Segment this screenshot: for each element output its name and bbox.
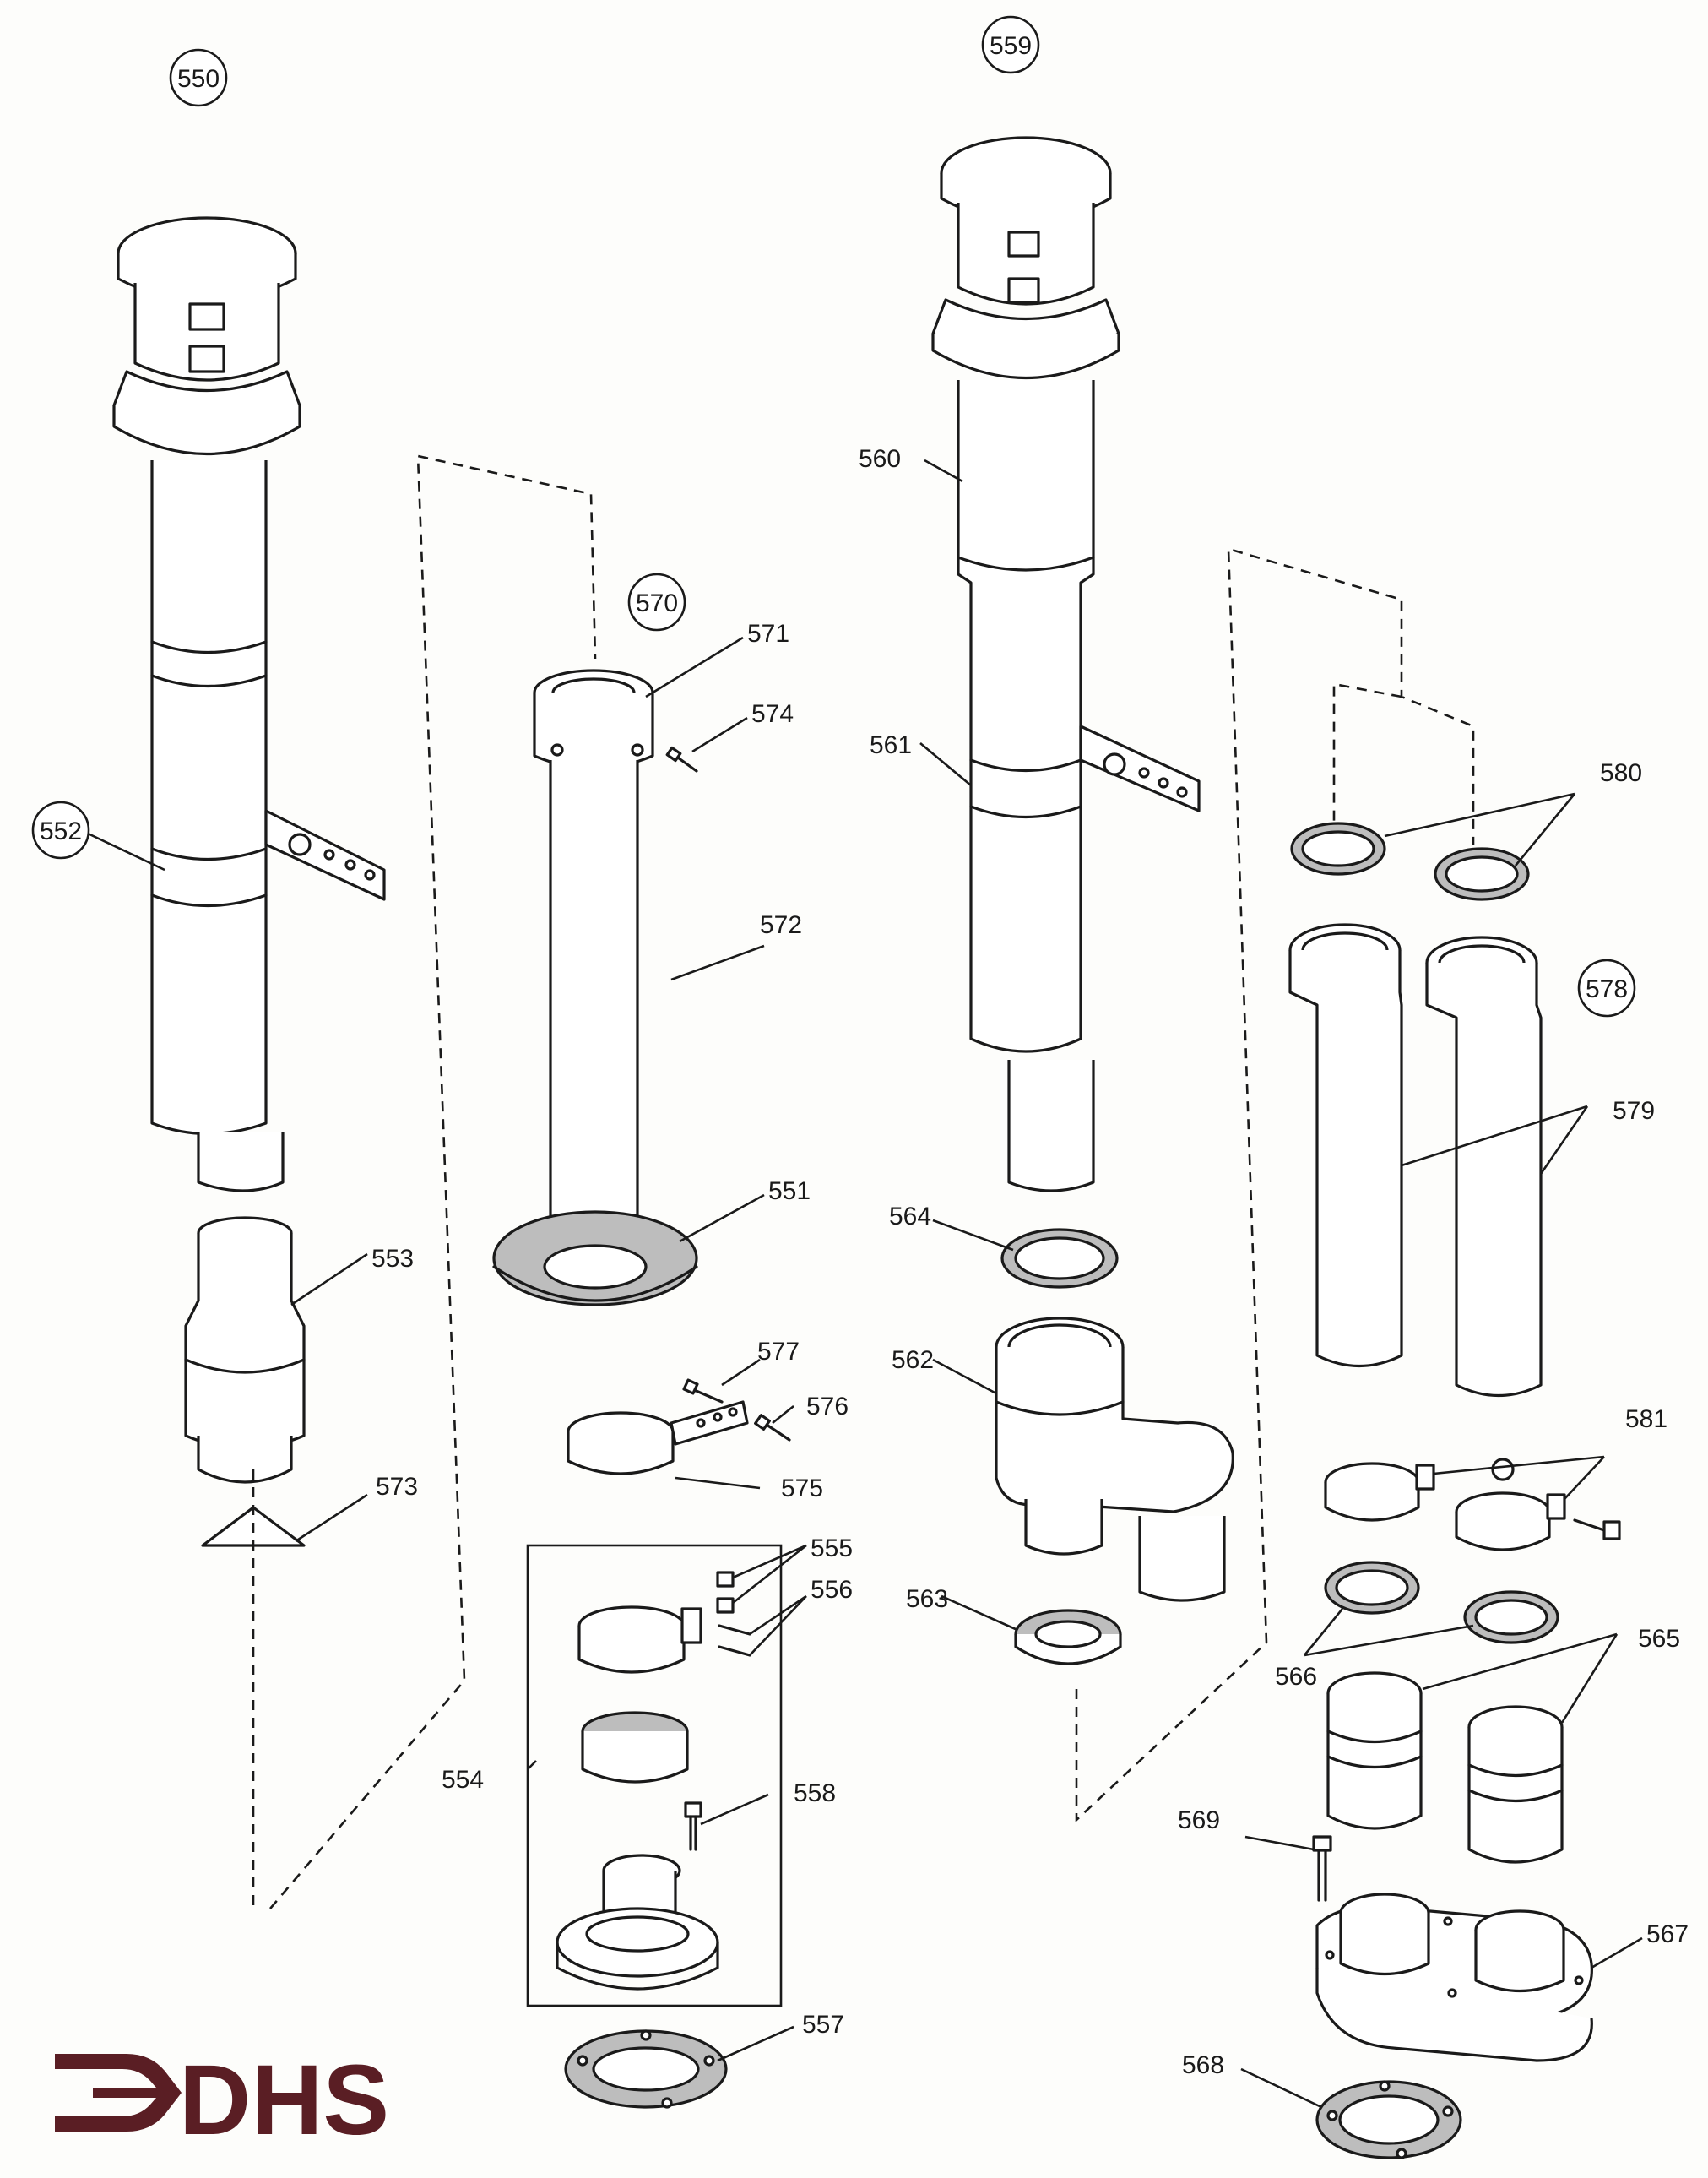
label-558: 558 xyxy=(794,1779,836,1807)
label-568: 568 xyxy=(1182,2051,1224,2079)
callout-552: 552 xyxy=(40,817,82,845)
part-581-clamps xyxy=(1324,1458,1621,1551)
part-562-offset-adaptor xyxy=(995,1317,1234,1602)
label-560: 560 xyxy=(859,445,901,473)
dhs-arrow-mark xyxy=(55,2054,182,2132)
part-563-seal xyxy=(1014,1609,1122,1665)
label-567: 567 xyxy=(1646,1920,1689,1948)
circled-callouts: 550 559 570 552 578 xyxy=(31,15,1636,1018)
callout-559: 559 xyxy=(990,32,1032,60)
label-556: 556 xyxy=(811,1576,853,1604)
label-573: 573 xyxy=(376,1473,418,1501)
twin-pipe-assembly-578 xyxy=(1288,822,1543,1397)
label-574: 574 xyxy=(751,700,794,728)
dhs-logo: DHS xyxy=(55,2045,389,2156)
label-569: 569 xyxy=(1178,1806,1220,1834)
dashed-connector-right xyxy=(1075,547,1475,1822)
label-575: 575 xyxy=(781,1475,823,1502)
part-566-seals xyxy=(1324,1561,1559,1644)
label-551: 551 xyxy=(768,1177,811,1205)
callout-550: 550 xyxy=(177,65,220,93)
label-562: 562 xyxy=(892,1346,934,1374)
callout-circle-559 xyxy=(981,15,1040,74)
part-554-kit-box xyxy=(526,1544,783,2007)
label-553: 553 xyxy=(371,1245,414,1273)
callout-578: 578 xyxy=(1586,975,1628,1003)
part-569-bolt xyxy=(1312,1835,1332,1902)
label-581: 581 xyxy=(1625,1405,1667,1433)
label-577: 577 xyxy=(757,1338,800,1366)
part-568-gasket xyxy=(1315,2080,1462,2159)
label-564: 564 xyxy=(889,1203,931,1230)
logo-text: DHS xyxy=(179,2045,389,2156)
dashed-connector-right-branch xyxy=(1332,682,1402,832)
label-561: 561 xyxy=(870,731,912,759)
label-576: 576 xyxy=(806,1393,849,1420)
callout-570: 570 xyxy=(636,589,678,617)
terminal-assembly-559 xyxy=(931,136,1201,1192)
label-557: 557 xyxy=(802,2011,844,2039)
leader-lines xyxy=(84,459,1643,2109)
callout-circle-570 xyxy=(627,573,686,632)
callout-circle-550 xyxy=(169,48,228,107)
terminal-assembly-550 xyxy=(112,216,386,1192)
label-580: 580 xyxy=(1600,759,1642,787)
pipe-assembly-570 xyxy=(492,669,698,1306)
label-571: 571 xyxy=(747,620,789,648)
part-564-seal xyxy=(1000,1228,1119,1289)
label-566: 566 xyxy=(1275,1663,1317,1691)
part-553-adaptor xyxy=(184,1216,306,1484)
part-575-clamp xyxy=(567,1378,791,1475)
label-555: 555 xyxy=(811,1534,853,1562)
label-563: 563 xyxy=(906,1585,948,1613)
label-565: 565 xyxy=(1638,1625,1680,1653)
dashed-connector-left xyxy=(269,454,597,1909)
callout-circle-552 xyxy=(31,801,90,860)
label-572: 572 xyxy=(760,911,802,939)
part-574-screw xyxy=(665,746,698,773)
part-565-couplers xyxy=(1326,1671,1564,1864)
label-579: 579 xyxy=(1613,1097,1655,1125)
label-554: 554 xyxy=(442,1766,484,1794)
part-labels: 571 574 572 551 553 573 577 576 575 555 … xyxy=(371,445,1689,2079)
part-567-twin-base xyxy=(1315,1893,1593,2062)
callout-circle-578 xyxy=(1577,959,1636,1018)
part-557-gasket xyxy=(564,2029,728,2109)
